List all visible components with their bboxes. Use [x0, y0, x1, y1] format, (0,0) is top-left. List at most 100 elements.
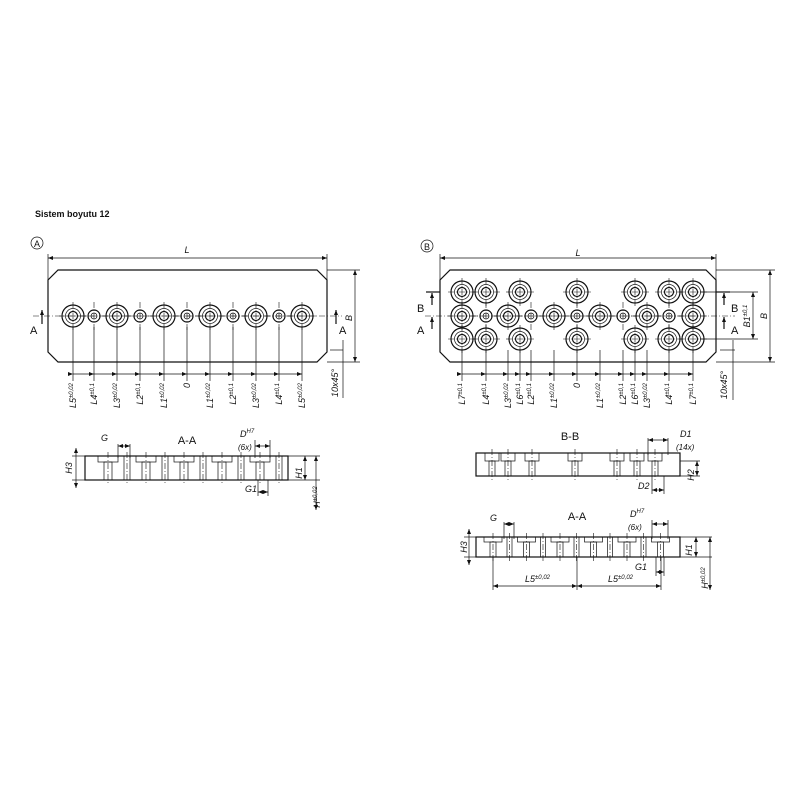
arrowhead [135, 372, 140, 376]
view-a-section-mark-right: A [339, 325, 347, 337]
section-title: A-A [568, 511, 587, 523]
dimension-tolerance: ±0,02 [550, 382, 556, 398]
arrowhead [430, 293, 434, 298]
arrowhead [515, 372, 520, 376]
dim-l5-right: L5±0,02 [608, 574, 634, 584]
hole-inner-circle [687, 286, 699, 298]
arrowhead [504, 522, 509, 526]
hole-mid-circle [478, 331, 494, 347]
arrowhead [112, 372, 117, 376]
arrowhead [274, 372, 279, 376]
dimension-label: L1±0,02 [205, 382, 215, 408]
view-b-marker: B [424, 242, 430, 252]
small-hole [126, 302, 154, 330]
dimension-tolerance: ±0,1 [619, 383, 625, 395]
dimension-label: L1±0,02 [595, 382, 605, 408]
dim-d1: D1 [680, 429, 692, 439]
arrowhead [48, 256, 53, 260]
dimension-tolerance: ±0,1 [136, 383, 142, 395]
hole-inner-circle [480, 286, 492, 298]
dimension-name: L4 [481, 395, 491, 405]
dimension-tolerance: ±0,02 [596, 382, 602, 398]
hole-inner-circle [250, 310, 262, 322]
arrowhead [694, 537, 698, 542]
view-a-marker: A [34, 239, 40, 249]
dimension-label: L7±0,1 [688, 383, 698, 405]
hole-inner-circle [514, 286, 526, 298]
dimension-name: L7 [688, 394, 698, 405]
dimension-name: L3 [642, 398, 652, 408]
dimension-name: L3 [503, 398, 513, 408]
hole-mid-circle [156, 308, 172, 324]
counterbore-hole [621, 325, 649, 353]
arrowhead [595, 372, 600, 376]
hole-inner-circle [502, 310, 514, 322]
dimension-tolerance: ±0,02 [206, 382, 212, 398]
dim-l5-left: L5±0,02 [525, 574, 551, 584]
dim-g: G [101, 433, 108, 443]
arrowhead [159, 372, 164, 376]
view-b-section-mark-a-right: A [731, 325, 739, 337]
dimension-label: L3±0,02 [642, 382, 652, 408]
hole-inner-circle [629, 286, 641, 298]
hole-inner-circle [158, 310, 170, 322]
hole-mid-circle [454, 331, 470, 347]
arrowhead [618, 372, 623, 376]
dimension-tolerance: ±0,02 [504, 382, 510, 398]
dimension-tolerance: ±0,1 [689, 383, 695, 395]
arrowhead [314, 505, 318, 510]
dimension-label: L1±0,02 [549, 382, 559, 408]
arrowhead [440, 256, 445, 260]
dimension-tolerance: ±0,1 [527, 383, 533, 395]
arrowhead [768, 270, 772, 275]
dimension-label: L2±0,1 [618, 383, 628, 405]
arrowhead [74, 483, 78, 488]
hole-mid-circle [685, 308, 701, 324]
hole-inner-circle [594, 310, 606, 322]
hole-inner-circle [67, 310, 79, 322]
dimension-tolerance: ±0,1 [482, 383, 488, 395]
arrowhead [509, 522, 514, 526]
hole-mid-circle [478, 284, 494, 300]
dimension-name: 0 [182, 383, 192, 388]
arrowhead [656, 584, 661, 588]
dimension-label: L2±0,1 [135, 383, 145, 405]
dimension-label: L3±0,02 [503, 382, 513, 408]
arrowhead [526, 372, 531, 376]
dimension-name: 0 [572, 383, 582, 388]
arrowhead [708, 585, 712, 590]
dimension-label: L5±0,02 [297, 382, 307, 408]
view-a-chamfer-label: 10x45° [330, 369, 340, 398]
dim-d: DH7 [240, 429, 255, 439]
dimension-label: L3±0,02 [251, 382, 261, 408]
arrowhead [255, 444, 260, 448]
arrowhead [648, 438, 653, 442]
dim-g: G [490, 513, 497, 523]
dimension-name: L5 [68, 397, 78, 408]
hole-inner-circle [663, 333, 675, 345]
hole-mid-circle [661, 331, 677, 347]
hole-mid-circle [202, 308, 218, 324]
dim-d2: D2 [638, 481, 650, 491]
hole-mid-circle [512, 331, 528, 347]
arrowhead [503, 372, 508, 376]
arrowhead [258, 490, 263, 494]
section-a-a-left: A-A G DH7 (6x) H3 H1 G1 H±0,02 [64, 429, 322, 510]
hole-mid-circle [248, 308, 264, 324]
arrowhead [664, 372, 669, 376]
section-title: A-A [178, 435, 197, 447]
arrowhead [40, 310, 44, 315]
dimension-name: L6 [630, 395, 640, 405]
dim-d-count: (6x) [238, 443, 252, 452]
dimension-tolerance: ±0,02 [113, 382, 119, 398]
view-a-width-label: B [344, 315, 354, 321]
view-b-marker-circle [420, 239, 434, 253]
hole-inner-circle [480, 333, 492, 345]
dimension-name: L4 [89, 395, 99, 405]
arrowhead [353, 357, 357, 362]
dim-h3: H3 [459, 541, 469, 553]
hole-inner-circle [514, 333, 526, 345]
section-body [84, 455, 289, 481]
arrowhead [722, 317, 726, 322]
